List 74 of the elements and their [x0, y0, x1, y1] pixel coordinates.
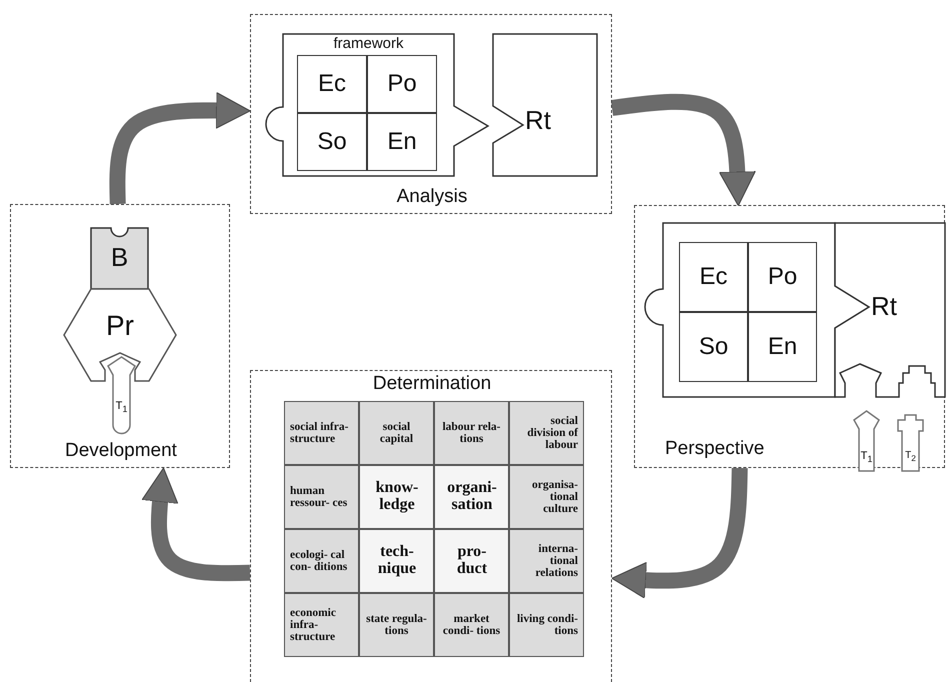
cell-label: En — [386, 129, 418, 154]
puzzle-tile — [284, 529, 359, 593]
puzzle-tile — [509, 529, 584, 593]
tile-label: ecologi- cal con- ditions — [290, 548, 348, 574]
panel-title: Perspective — [665, 439, 766, 459]
panel-title: Analysis — [396, 187, 468, 207]
puzzle-tile — [359, 401, 434, 465]
grid-cell — [367, 55, 437, 113]
grid-cell — [367, 113, 437, 171]
grid-cell — [748, 242, 817, 312]
piece-label: T$_{2}$ — [904, 451, 917, 463]
tile-label: market condi- tions — [442, 612, 502, 638]
curved-arrow — [610, 94, 756, 206]
cell-label: En — [766, 334, 798, 360]
cell-label: Ec — [316, 71, 347, 96]
hexagon-piece — [63, 289, 177, 381]
curved-arrow — [611, 468, 748, 599]
piece-label: Rt — [871, 293, 898, 320]
tile-label: living condi- tions — [516, 612, 578, 638]
cell-label: Po — [386, 71, 418, 96]
tile-label: economic infra- structure — [290, 606, 337, 644]
tile-label: organisa- tional culture — [531, 478, 578, 516]
tile-label: interna- tional relations — [534, 542, 578, 580]
puzzle-tile — [509, 401, 584, 465]
tile-label: organi- sation — [446, 480, 498, 514]
puzzle-tile — [359, 593, 434, 657]
cell-label: Ec — [698, 264, 728, 290]
puzzle-piece — [493, 34, 598, 176]
grid-cell — [297, 55, 367, 113]
piece-label: B — [110, 244, 130, 272]
dashed-panel — [250, 370, 612, 682]
piece-label: T$_{1}$ — [860, 451, 874, 465]
puzzle-piece — [91, 228, 148, 289]
piece-label: Pr — [105, 311, 135, 340]
key-piece — [853, 411, 880, 471]
grid-cell — [679, 242, 748, 312]
puzzle-tile — [359, 529, 434, 593]
puzzle-tile — [509, 465, 584, 529]
tile-label: tech- nique — [376, 544, 418, 578]
puzzle-tile — [284, 465, 359, 529]
puzzle-tile — [359, 465, 434, 529]
tile-label: labour rela- tions — [441, 420, 502, 446]
piece-label: Rt — [525, 107, 552, 134]
tile-label: social division of labour — [526, 414, 578, 452]
tile-label: know- ledge — [374, 480, 420, 514]
puzzle-tile — [284, 593, 359, 657]
tile-label: state regula- tions — [365, 612, 428, 638]
dashed-panel — [10, 204, 230, 468]
puzzle-tile — [434, 465, 509, 529]
piece-label: T$_{1}$ — [114, 401, 128, 415]
grid-cell — [679, 312, 748, 382]
tile-label: pro- duct — [456, 544, 488, 578]
dashed-panel — [250, 14, 612, 214]
cell-label: Po — [766, 264, 798, 290]
panel-title: Development — [64, 441, 178, 461]
cell-label: So — [698, 334, 730, 360]
panel-title: Determination — [372, 374, 492, 394]
curved-arrow — [109, 92, 251, 204]
tile-label: social infra- structure — [290, 420, 350, 446]
curved-arrow — [142, 467, 250, 582]
piece-label: framework — [332, 36, 404, 52]
puzzle-tile — [434, 593, 509, 657]
key-piece — [896, 415, 925, 471]
grid-cell — [297, 113, 367, 171]
puzzle-tile — [509, 593, 584, 657]
cell-label: So — [316, 129, 348, 154]
puzzle-tile — [434, 401, 509, 465]
tile-label: human ressour- ces — [290, 484, 348, 510]
puzzle-piece — [263, 34, 491, 176]
grid-cell — [748, 312, 817, 382]
tile-label: social capital — [378, 420, 414, 446]
puzzle-tile — [434, 529, 509, 593]
puzzle-tile — [284, 401, 359, 465]
puzzle-piece — [835, 223, 945, 397]
